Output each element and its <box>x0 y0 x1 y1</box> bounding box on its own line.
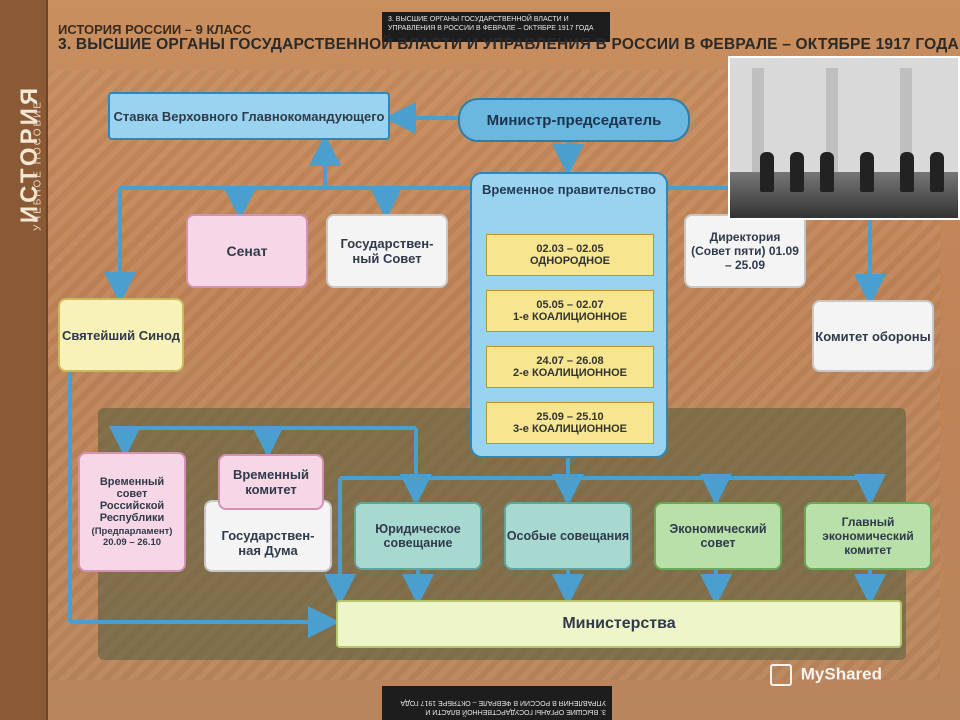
photo-person <box>900 152 914 192</box>
watermark: MyShared <box>770 664 882 686</box>
stavka-label: Ставка Верховного Главнокомандующего <box>113 108 385 124</box>
minister-chairman-label: Министр-председатель <box>486 111 662 129</box>
period-label: ОДНОРОДНОЕ <box>529 255 611 267</box>
photo-person <box>820 152 834 192</box>
legal-meeting-label: Юридическое совещание <box>375 522 461 550</box>
stavka-box: Ставка Верховного Главнокомандующего <box>108 92 390 140</box>
period-dates: 25.09 – 25.10 <box>536 411 604 423</box>
synod-label: Святейший Синод <box>61 327 181 343</box>
state-duma-label: Государствен-ная Дума <box>221 528 315 558</box>
temp-committee-box: Временный комитет <box>218 454 324 510</box>
ministries-box: Министерства <box>336 600 902 648</box>
provisional-government-box: Временное правительство 02.03 – 02.05 ОД… <box>470 172 668 458</box>
period-4: 25.09 – 25.10 3-е КОАЛИЦИОННОЕ <box>486 402 654 444</box>
period-3: 24.07 – 26.08 2-е КОАЛИЦИОННОЕ <box>486 346 654 388</box>
defense-committee-box: Комитет обороны <box>812 300 934 372</box>
temp-council-box: Временный совет Российской Республики (П… <box>78 452 186 572</box>
economic-council-box: Экономический совет <box>654 502 782 570</box>
period-2: 05.05 – 02.07 1-е КОАЛИЦИОННОЕ <box>486 290 654 332</box>
special-meetings-box: Особые совещания <box>504 502 632 570</box>
period-dates: 05.05 – 02.07 <box>536 299 604 311</box>
economic-council-label: Экономический совет <box>669 522 767 550</box>
temp-committee-label: Временный комитет <box>232 467 310 497</box>
synod-box: Святейший Синод <box>58 298 184 372</box>
state-council-box: Государствен-ный Совет <box>326 214 448 288</box>
period-label: 1-е КОАЛИЦИОННОЕ <box>513 311 627 323</box>
directory-label: Директория (Совет пяти) 01.09 – 25.09 <box>691 230 799 272</box>
state-council-label: Государствен-ный Совет <box>340 236 434 266</box>
directory-box: Директория (Совет пяти) 01.09 – 25.09 <box>684 214 806 288</box>
minister-chairman-box: Министр-председатель <box>458 98 690 142</box>
bottom-label-tag: 3. ВЫСШИЕ ОРГАНЫ ГОСУДАРСТВЕННОЙ ВЛАСТИ … <box>382 686 612 720</box>
photo-person <box>860 152 874 192</box>
main-economic-committee-label: Главный экономический комитет <box>822 515 914 557</box>
top-label-tag: 3. ВЫСШИЕ ОРГАНЫ ГОСУДАРСТВЕННОЙ ВЛАСТИ … <box>382 12 610 42</box>
legal-meeting-box: Юридическое совещание <box>354 502 482 570</box>
photo-person <box>760 152 774 192</box>
period-1: 02.03 – 02.05 ОДНОРОДНОЕ <box>486 234 654 276</box>
period-label: 3-е КОАЛИЦИОННОЕ <box>513 423 627 435</box>
poster-spine: ИСТОРИЯ УЧЕБНОЕ ПОСОБИЕ <box>0 0 48 720</box>
temp-council-label: Временный совет Российской Республики <box>99 476 165 524</box>
special-meetings-label: Особые совещания <box>506 529 630 543</box>
ministries-label: Министерства <box>562 615 676 632</box>
period-dates: 02.03 – 02.05 <box>536 243 604 255</box>
photo-person <box>790 152 804 192</box>
state-duma-box: Государствен-ная Дума <box>204 500 332 572</box>
period-label: 2-е КОАЛИЦИОННОЕ <box>513 367 627 379</box>
senate-label: Сенат <box>226 243 268 259</box>
poster-title: 3. ВЫСШИЕ ОРГАНЫ ГОСУДАРСТВЕННОЙ ВЛАСТИ … <box>58 36 959 53</box>
period-dates: 24.07 – 26.08 <box>536 355 604 367</box>
watermark-text: MyShared <box>800 664 882 684</box>
defense-committee-label: Комитет обороны <box>815 328 931 344</box>
provisional-government-label: Временное правительство <box>482 182 656 197</box>
temp-council-note: (Предпарламент) 20.09 – 26.10 <box>91 526 173 548</box>
historical-photo <box>728 56 960 220</box>
series-title: ИСТОРИЯ РОССИИ – 9 КЛАСС <box>58 22 252 37</box>
watermark-logo-icon <box>770 664 792 686</box>
main-economic-committee-box: Главный экономический комитет <box>804 502 932 570</box>
photo-person <box>930 152 944 192</box>
senate-box: Сенат <box>186 214 308 288</box>
